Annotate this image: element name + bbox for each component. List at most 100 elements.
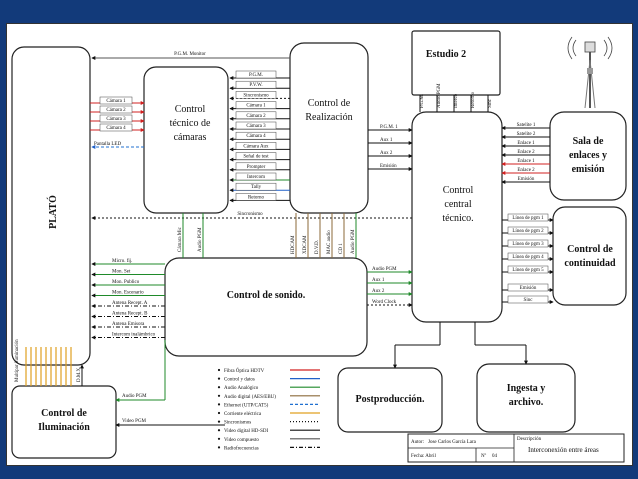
estudio2-label: Retorno: [471, 91, 476, 108]
ctc-realiz-label: Tally: [251, 185, 262, 190]
legend-label: Radiofrecuencias: [224, 446, 259, 451]
ctc-line-3: cámaras: [174, 132, 207, 143]
continuidad-label-frame: [507, 283, 549, 292]
continuidad-label: Línea de pgm 5: [512, 268, 544, 273]
ctc-line-1: Control: [175, 104, 206, 115]
plato-sonido-label: Intercom inalámbrico: [112, 333, 156, 338]
dmx-label: D.M.X.: [77, 367, 82, 382]
ctc-realiz-label: P.V.W.: [249, 83, 262, 88]
ctc-realiz-label-frame: [235, 182, 277, 191]
ctc-realiz-label-frame: [235, 152, 277, 160]
estudio2-label: Sinc: [488, 98, 493, 108]
descripcion-value: Interconexión entre áreas: [528, 446, 599, 454]
continuidad-label-frame: [507, 226, 549, 235]
camera-label: Cámara 4: [106, 126, 126, 131]
control-continuidad-box: [552, 206, 627, 306]
camera-label-frame: [99, 123, 133, 132]
continuidad-label-frame: [507, 213, 549, 222]
salaenl-label: Enlace 1: [517, 159, 535, 164]
legend-bullet: [217, 368, 221, 372]
ingesta-line-1: Ingesta y: [507, 383, 546, 394]
ctc-realiz-label: Prompter: [247, 165, 266, 170]
estudio2-label: Interco: [454, 93, 459, 108]
plato-sonido-label: Antena Recept. B: [112, 312, 148, 317]
legend-bullet: [217, 446, 221, 449]
estudio2-label: P.G.M.: [420, 94, 425, 108]
camera-label: Cámara 3: [106, 117, 126, 122]
camera-label: Cámara 1: [106, 99, 126, 104]
control-central-tecnico-box: [411, 111, 503, 323]
camara-mic-label: Cámara Mic: [178, 226, 183, 252]
ctc-realiz-label: Cámara 1: [246, 104, 266, 109]
descripcion-label: Descripción: [517, 437, 542, 442]
legend-label: Video compuesto: [224, 438, 259, 443]
cct-line-3: técnico.: [442, 213, 473, 224]
plato-sonido-label: Antena Emisora: [112, 322, 145, 327]
camera-label-frame: [99, 114, 133, 123]
continuidad-label: Línea de pgm 3: [512, 242, 544, 247]
multipar-label: Multipar iluminación: [15, 339, 20, 382]
ctc-realiz-label-frame: [235, 121, 277, 130]
legend-label: Sincronismos: [224, 421, 251, 426]
sonido-cct-label: Audio PGM: [372, 267, 397, 272]
realiz-sonido-label: XDCAM: [303, 235, 308, 254]
legend-label: Audio Analógico: [224, 386, 259, 391]
estudio2-label: Audio PGM: [437, 83, 442, 108]
estudio-2-label: Estudio 2: [426, 49, 466, 60]
salaenl-label: Enlace 1: [517, 141, 535, 146]
num-value: 04: [492, 454, 498, 459]
camera-label: Cámara 2: [106, 108, 126, 113]
realiz-cct-label: Aux 2: [380, 151, 393, 156]
control-tecnico-camaras-box: [143, 66, 229, 214]
ilum-line-2: Iluminación: [38, 422, 90, 433]
sincronismo-label: Sincronismo: [237, 212, 263, 217]
ctc-realiz-label-frame: [235, 162, 277, 171]
realiz-sonido-label: CD 1: [339, 243, 344, 254]
plato-sonido-label: Micro. fij.: [112, 259, 132, 264]
ctc-realiz-label: Sincronismo: [243, 93, 269, 98]
sonido-label: Control de sonido.: [227, 290, 306, 301]
ctc-realiz-label-frame: [235, 131, 277, 140]
realiz-cct-label: P.G.M. 1: [380, 125, 398, 130]
plato-sonido-label: Mon. Set: [112, 270, 131, 275]
legend-bullet: [217, 377, 221, 380]
title-block: Autor: Jose Carlos García Lara Descripci…: [407, 433, 625, 463]
realiz-sonido-label: HDCAM: [291, 235, 296, 254]
ctc-line-2: técnico de: [170, 118, 211, 129]
continuidad-label-frame: [507, 295, 549, 304]
ctc-realiz-label-frame: [235, 80, 277, 89]
control-realizacion-box: [289, 42, 369, 214]
salaenl-label: Enlace 2: [517, 150, 535, 155]
cct-line-2: central: [444, 199, 471, 210]
plato-sonido-label: Mon. Escenario: [112, 291, 144, 296]
sonido-cct-label: Aux 2: [372, 289, 385, 294]
video-pgm-label: Video PGM: [122, 419, 147, 424]
realiz-cct-label: Emisión: [380, 164, 397, 169]
legend-bullet: [217, 411, 221, 415]
realiz-sonido-label: Audio PGM: [351, 229, 356, 254]
cct-line-1: Control: [443, 185, 474, 196]
control-sonido-box: [164, 257, 368, 357]
realiz-line-1: Control de: [308, 98, 351, 109]
realiz-sonido-label: D.V.D.: [315, 240, 320, 254]
pgm-monitor-label: P.G.M. Monitor: [174, 52, 206, 57]
realiz-line-2: Realización: [305, 112, 352, 123]
legend-bullet: [217, 420, 221, 423]
legend-label: Video digital HD-SDI: [224, 429, 268, 434]
legend-label: Audio digital (AES/EBU): [224, 395, 276, 400]
ctc-realiz-label: Cámara Aux: [243, 144, 269, 149]
cont-line-2: continuidad: [564, 258, 616, 269]
salaenl-line-1: Sala de: [573, 136, 604, 147]
audio-pgm-v-label: Audio PGM: [198, 227, 203, 252]
legend-label: Fibra Óptica HDTV: [224, 368, 265, 374]
fecha-label: Fecha: Abril: [411, 454, 436, 459]
legend-label: Ethernet (UTP/CAT5): [224, 403, 269, 408]
salaenl-line-2: enlaces y: [569, 150, 607, 161]
continuidad-label: Línea de pgm 4: [512, 255, 544, 260]
plato-sonido-label: Antena Recept. A: [112, 301, 148, 306]
ctc-realiz-label-frame: [235, 70, 277, 79]
legend-label: Corriente eléctrica: [224, 412, 262, 417]
continuidad-label: Sinc: [524, 298, 534, 303]
ctc-realiz-label: Señal de test: [243, 155, 269, 160]
legend-bullet: [217, 403, 221, 406]
